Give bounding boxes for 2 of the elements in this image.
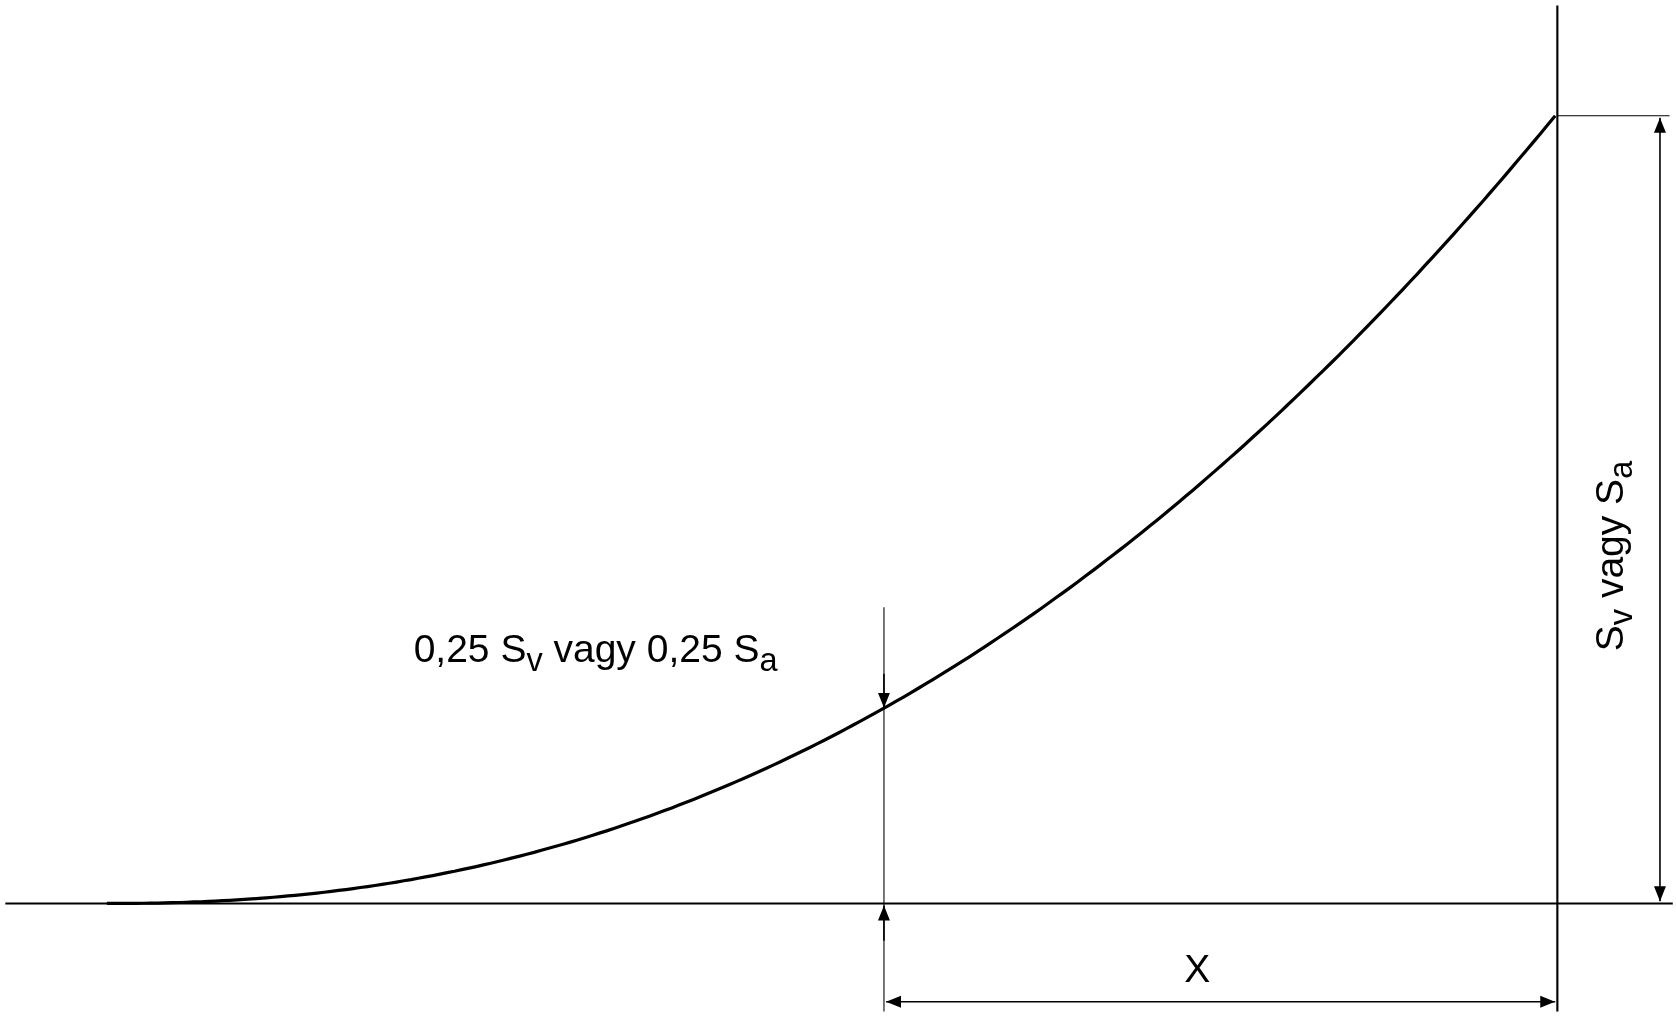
dimension-label: X bbox=[1184, 949, 1211, 989]
dimension-label: 0,25 S$_{v}$ vagy 0,25 S$_{a}$ bbox=[413, 628, 778, 676]
